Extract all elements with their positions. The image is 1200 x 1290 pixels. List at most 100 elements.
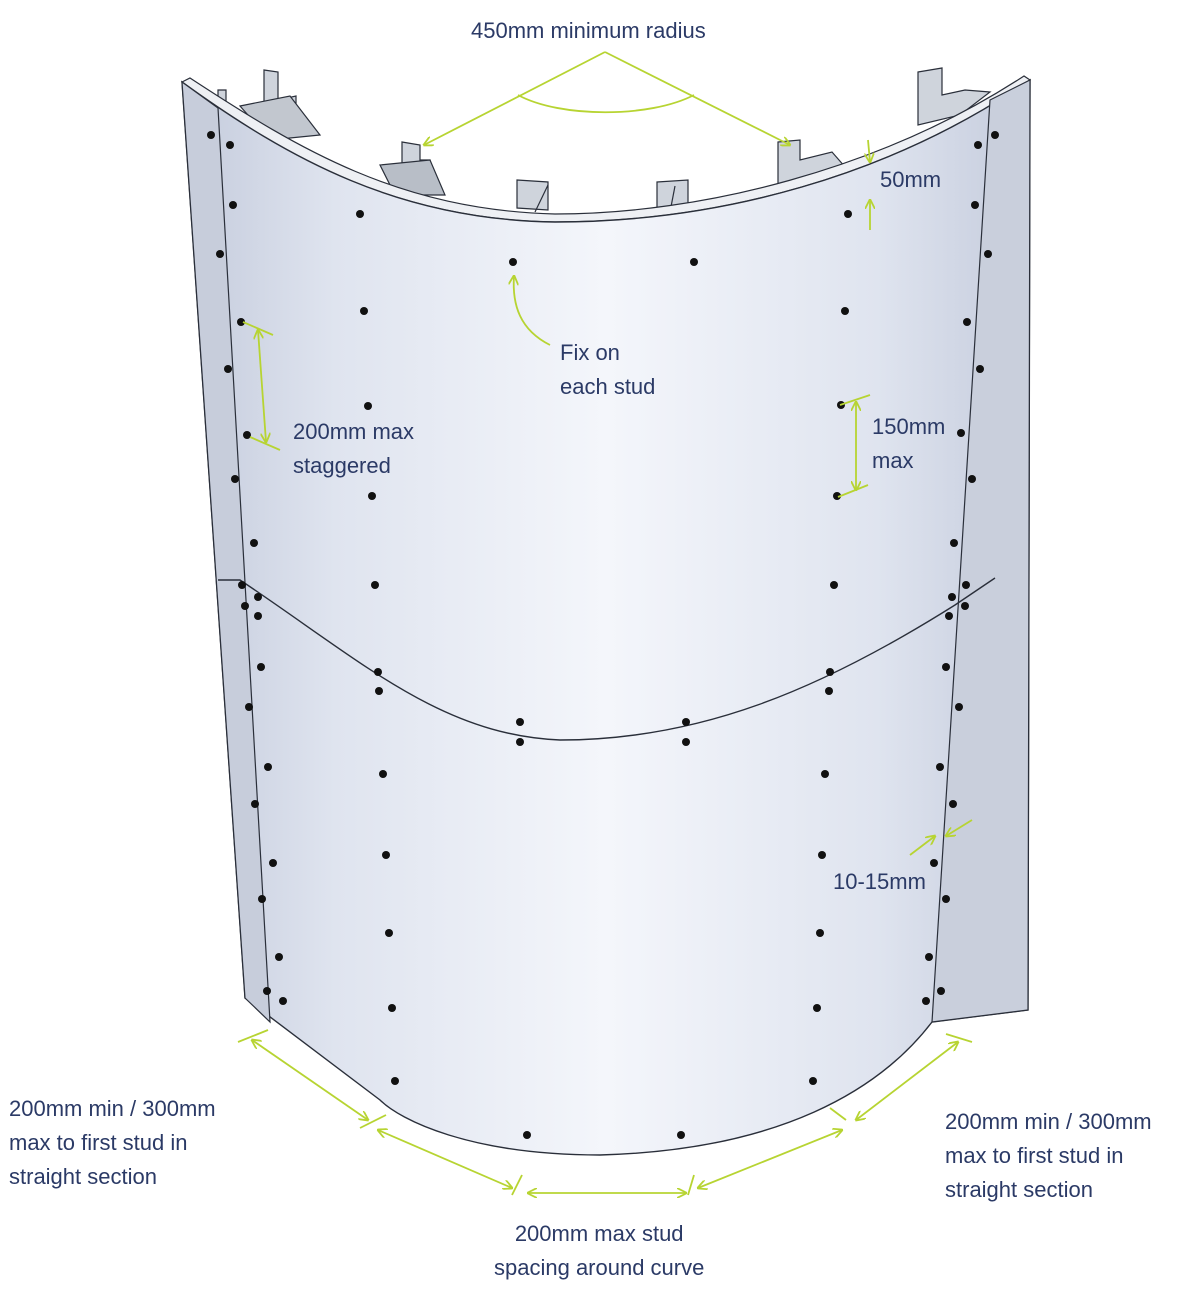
staggered-line-1: 200mm max (293, 419, 415, 444)
screw (991, 131, 999, 139)
screw (374, 668, 382, 676)
screw (968, 475, 976, 483)
radius-label: 450mm minimum radius (471, 18, 706, 43)
screw (984, 250, 992, 258)
screw (677, 1131, 685, 1139)
screw (516, 738, 524, 746)
screw (250, 539, 258, 547)
screw (243, 431, 251, 439)
screw (216, 250, 224, 258)
screw (360, 307, 368, 315)
max150-line-1: 150mm (872, 414, 946, 439)
screw (841, 307, 849, 315)
screw (523, 1131, 531, 1139)
screw (263, 987, 271, 995)
screw (809, 1077, 817, 1085)
screw (826, 668, 834, 676)
screw (391, 1077, 399, 1085)
screw (226, 141, 234, 149)
screw (950, 539, 958, 547)
left-straight-line-2: max to first stud in (9, 1130, 188, 1155)
screw (825, 687, 833, 695)
screw (925, 953, 933, 961)
screw (942, 895, 950, 903)
fix-pointer (514, 276, 551, 346)
screw (388, 1004, 396, 1012)
screw (269, 859, 277, 867)
screw (844, 210, 852, 218)
screw (237, 318, 245, 326)
screw (830, 581, 838, 589)
screw (245, 703, 253, 711)
dim-right-straight (829, 1033, 973, 1120)
screw (961, 602, 969, 610)
screw (368, 492, 376, 500)
curve-spacing-line-1: 200mm max stud (514, 1221, 684, 1246)
screw (962, 581, 970, 589)
screw (364, 402, 372, 410)
right-straight-line-3: straight section (945, 1177, 1093, 1202)
screw (207, 131, 215, 139)
screw (957, 429, 965, 437)
left-straight-line-3: straight section (9, 1164, 157, 1189)
screw (385, 929, 393, 937)
right-straight-line-1: 200mm min / 300mm (945, 1109, 1152, 1134)
screw (974, 141, 982, 149)
screw (963, 318, 971, 326)
dim-150mm (837, 394, 871, 498)
edge-10-15mm-label: 10-15mm (833, 869, 926, 894)
screw (813, 1004, 821, 1012)
screw (258, 895, 266, 903)
screw (682, 738, 690, 746)
screw (949, 800, 957, 808)
screw (257, 663, 265, 671)
screw (254, 612, 262, 620)
screw (818, 851, 826, 859)
screw (379, 770, 387, 778)
dim-left-straight (237, 1029, 387, 1129)
screw (231, 475, 239, 483)
curve-spacing-line-2: spacing around curve (494, 1255, 705, 1280)
dimension-lines (237, 51, 973, 1195)
max150-line-2: max (872, 448, 914, 473)
screw (955, 703, 963, 711)
screw (942, 663, 950, 671)
screw (382, 851, 390, 859)
staggered-label: 200mm max staggered (293, 415, 414, 483)
screw (816, 929, 824, 937)
stud (516, 179, 549, 213)
dim-200mm-staggered (242, 321, 281, 451)
screw (833, 492, 841, 500)
stud (917, 67, 992, 126)
screw (937, 987, 945, 995)
screw (936, 763, 944, 771)
screw (945, 612, 953, 620)
dim-50mm (868, 139, 870, 230)
screw (229, 201, 237, 209)
curve-spacing-label: 200mm max stud spacing around curve (494, 1217, 704, 1285)
screw (241, 602, 249, 610)
screw (948, 593, 956, 601)
screw (971, 201, 979, 209)
right-straight-line-2: max to first stud in (945, 1143, 1124, 1168)
screw (251, 800, 259, 808)
screw (224, 365, 232, 373)
screw-fixings (207, 131, 999, 1139)
screw (279, 997, 287, 1005)
max150-label: 150mm max (872, 410, 945, 478)
screw (682, 718, 690, 726)
screw (922, 997, 930, 1005)
left-straight-label: 200mm min / 300mm max to first stud in s… (9, 1092, 216, 1194)
screw (516, 718, 524, 726)
right-straight-label: 200mm min / 300mm max to first stud in s… (945, 1105, 1152, 1207)
radius-arrows (424, 51, 790, 145)
screw (976, 365, 984, 373)
fix-on-stud-line-1: Fix on (560, 340, 620, 365)
fix-on-stud-line-2: each stud (560, 374, 656, 399)
fix-on-stud-label: Fix on each stud (560, 336, 655, 404)
screw (264, 763, 272, 771)
screw (254, 593, 262, 601)
dim-curve-spacing (378, 1130, 842, 1195)
screw (930, 859, 938, 867)
